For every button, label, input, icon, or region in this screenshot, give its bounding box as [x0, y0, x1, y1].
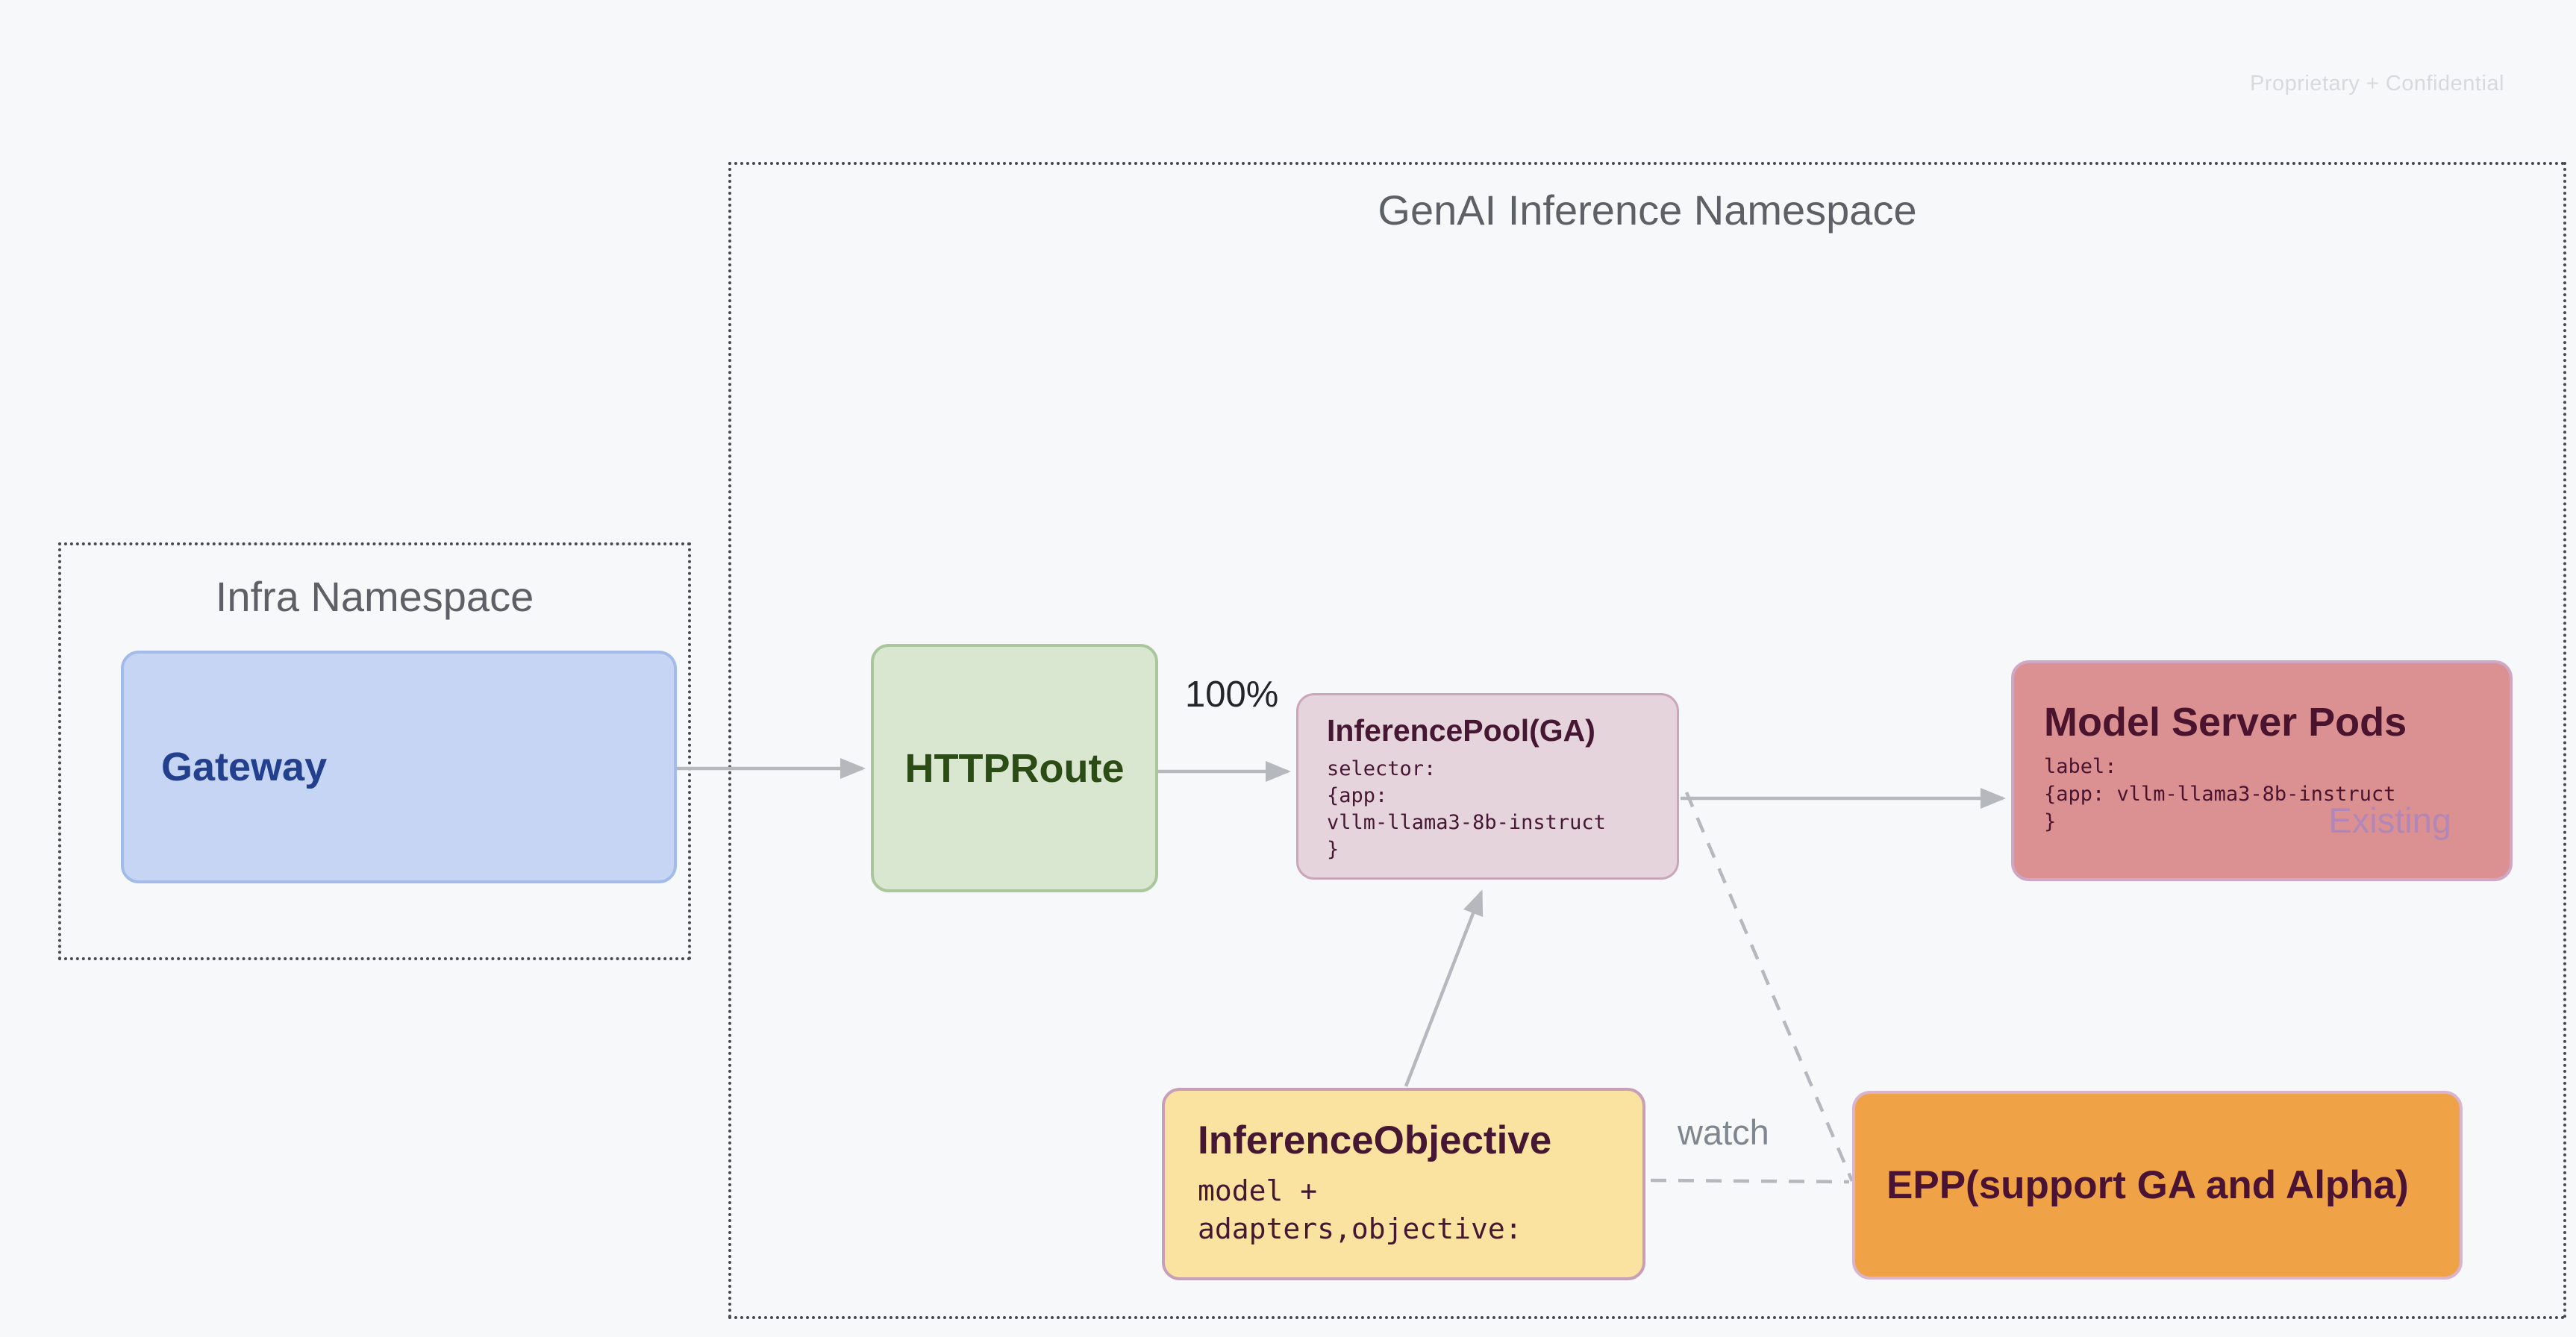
genai-inference-namespace-box: GenAI Inference Namespace	[728, 162, 2566, 1319]
httproute-node: HTTPRoute	[871, 644, 1158, 892]
traffic-percent-label: 100%	[1185, 674, 1279, 715]
model-server-pods-body-line: label:	[2044, 755, 2117, 778]
watch-label: watch	[1678, 1112, 1769, 1152]
genai-inference-namespace-title: GenAI Inference Namespace	[1378, 187, 1917, 234]
inference-objective-body-line: adapters,objective:	[1198, 1212, 1522, 1245]
gateway-node: Gateway	[121, 651, 677, 883]
model-server-pods-body-line: {app: vllm-llama3-8b-instruct	[2044, 783, 2396, 806]
model-server-pods-title: Model Server Pods	[2044, 700, 2407, 745]
inference-pool-title: InferencePool(GA)	[1327, 713, 1595, 748]
inference-objective-title: InferenceObjective	[1198, 1118, 1552, 1162]
inference-objective-body-line: model +	[1198, 1174, 1318, 1207]
model-server-pods-body-line: }	[2044, 810, 2057, 833]
epp-node: EPP(support GA and Alpha)	[1852, 1091, 2463, 1280]
watermark-text: Proprietary + Confidential	[2249, 72, 2504, 96]
infra-namespace-title: Infra Namespace	[215, 573, 534, 620]
epp-title: EPP(support GA and Alpha)	[1886, 1163, 2409, 1207]
model-server-pods-node: Model Server Pods label: {app: vllm-llam…	[2011, 660, 2513, 881]
inference-pool-body-line: vllm-llama3-8b-instruct	[1327, 811, 1606, 834]
httproute-title: HTTPRoute	[904, 745, 1125, 791]
existing-badge: Existing	[2328, 801, 2451, 840]
inference-pool-node: InferencePool(GA) selector: {app: vllm-l…	[1296, 693, 1679, 880]
inference-pool-body-line: {app:	[1327, 784, 1388, 807]
gateway-title: Gateway	[161, 745, 328, 789]
inference-objective-node: InferenceObjective model + adapters,obje…	[1162, 1088, 1645, 1280]
inference-pool-body-line: }	[1327, 838, 1339, 861]
inference-pool-body-line: selector:	[1327, 757, 1437, 780]
infra-namespace-box: Infra Namespace	[58, 542, 691, 960]
